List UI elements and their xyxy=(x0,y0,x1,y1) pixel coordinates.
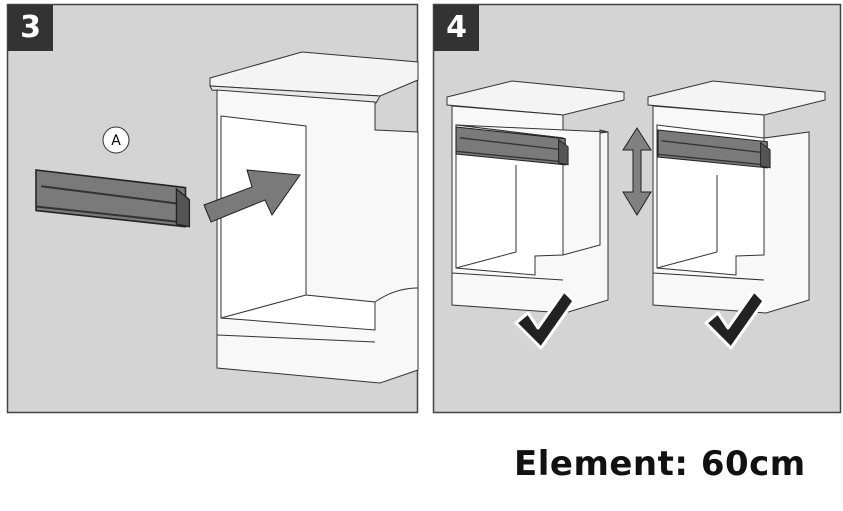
cabinet xyxy=(209,51,419,384)
insert-arrow-icon xyxy=(203,169,301,223)
step-number-4: 4 xyxy=(434,5,479,51)
step-3-panel: A xyxy=(6,3,419,414)
height-adjust-arrow-icon xyxy=(622,127,652,216)
callout-label: A xyxy=(111,133,121,149)
step-number-3: 3 xyxy=(8,5,53,51)
cabinet-right xyxy=(647,80,826,314)
step-4-panel xyxy=(432,3,842,414)
callout-circle xyxy=(102,126,130,154)
element-size-caption: Element: 60cm xyxy=(514,444,806,484)
cabinet-left xyxy=(446,80,625,314)
